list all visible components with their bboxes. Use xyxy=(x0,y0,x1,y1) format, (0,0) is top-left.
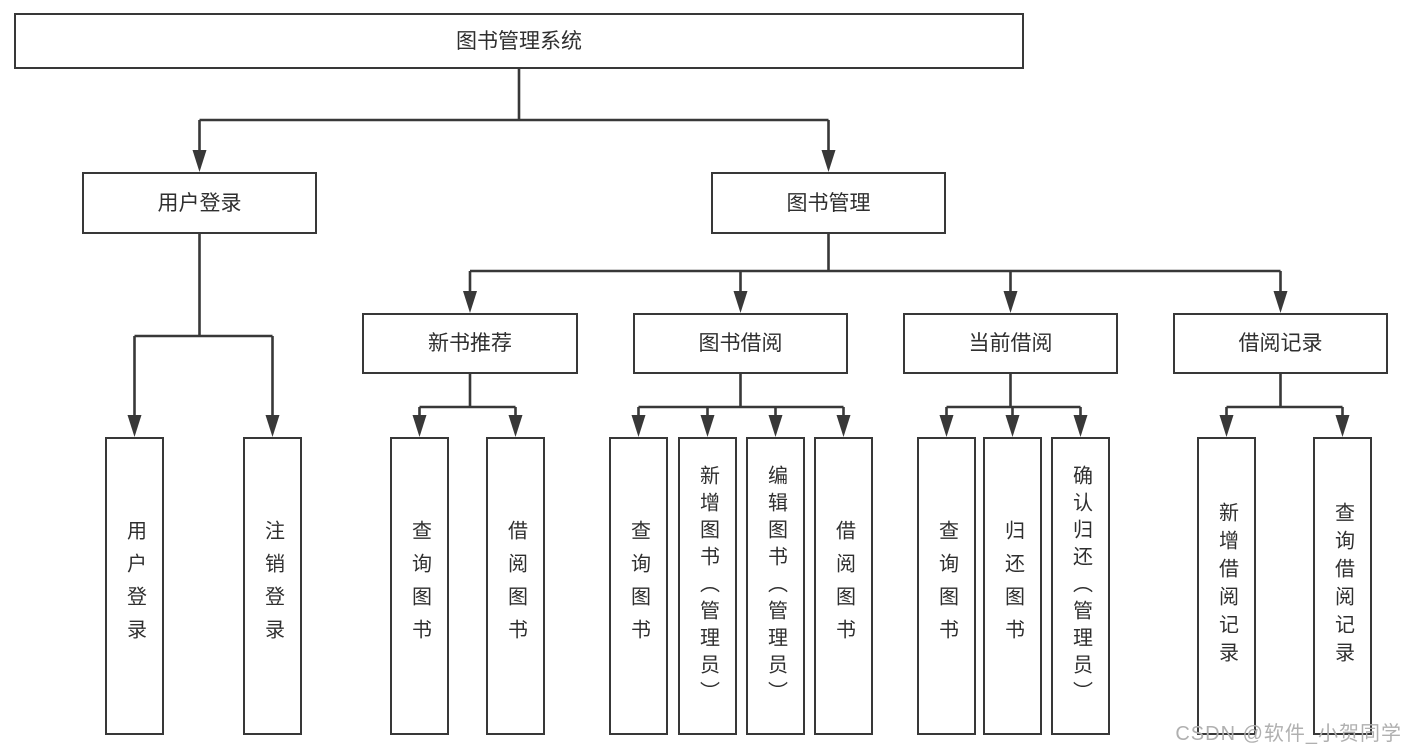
connector-bookmgmt-to-level3 xyxy=(468,234,1282,292)
leaf-records-query: 查询借阅记录 xyxy=(1313,437,1372,735)
connector-records-to-leaves xyxy=(1225,374,1344,416)
connector-root-to-level2 xyxy=(198,69,830,151)
node-book-management-label: 图书管理 xyxy=(786,191,871,215)
leaf-borrowing-query: 查询图书 xyxy=(609,437,668,735)
leaf-user-login-label: 用户登录 xyxy=(123,520,146,652)
arrow-down-icon xyxy=(939,415,954,437)
leaf-borrowing-add-admin-label: 新增图书（管理员） xyxy=(696,464,719,708)
arrow-down-icon xyxy=(1219,415,1234,437)
arrow-down-icon xyxy=(1273,291,1288,313)
node-new-book-recommend-label: 新书推荐 xyxy=(428,332,512,355)
arrow-down-icon xyxy=(768,415,783,437)
arrow-down-icon xyxy=(412,415,427,437)
leaf-borrowing-query-label: 查询图书 xyxy=(627,520,650,652)
node-book-management: 图书管理 xyxy=(711,172,946,234)
leaf-current-confirm-admin-label: 确认归还（管理员） xyxy=(1069,464,1092,708)
leaf-borrowing-borrow-label: 借阅图书 xyxy=(832,520,855,652)
leaf-records-query-label: 查询借阅记录 xyxy=(1331,502,1354,670)
node-root: 图书管理系统 xyxy=(14,13,1024,69)
node-current-borrowing: 当前借阅 xyxy=(903,313,1118,374)
leaf-borrowing-borrow: 借阅图书 xyxy=(814,437,873,735)
node-new-book-recommend: 新书推荐 xyxy=(362,313,578,374)
node-root-label: 图书管理系统 xyxy=(456,29,582,53)
leaf-logout: 注销登录 xyxy=(243,437,302,735)
leaf-newbooks-query: 查询图书 xyxy=(390,437,449,735)
connector-userlogin-to-leaves xyxy=(133,234,274,416)
connector-borrowing-to-leaves xyxy=(637,374,845,416)
node-user-login-label: 用户登录 xyxy=(157,191,242,215)
leaf-records-add: 新增借阅记录 xyxy=(1197,437,1256,735)
arrow-down-icon xyxy=(1335,415,1350,437)
leaf-borrowing-add-admin: 新增图书（管理员） xyxy=(678,437,737,735)
leaf-current-confirm-admin: 确认归还（管理员） xyxy=(1051,437,1110,735)
arrow-down-icon xyxy=(821,150,836,172)
leaf-newbooks-borrow-label: 借阅图书 xyxy=(504,520,527,652)
arrow-down-icon xyxy=(463,291,477,313)
node-borrow-records: 借阅记录 xyxy=(1173,313,1388,374)
arrow-down-icon xyxy=(265,415,280,437)
arrow-down-icon xyxy=(192,150,207,172)
node-borrow-records-label: 借阅记录 xyxy=(1238,332,1323,355)
leaf-logout-label: 注销登录 xyxy=(261,520,284,652)
arrow-down-icon xyxy=(508,415,523,437)
arrow-down-icon xyxy=(836,415,851,437)
arrow-down-icon xyxy=(631,415,646,437)
arrow-down-icon xyxy=(1073,415,1088,437)
leaf-borrowing-edit-admin-label: 编辑图书（管理员） xyxy=(764,464,787,708)
arrow-down-icon xyxy=(1003,291,1018,313)
arrow-down-icon xyxy=(127,415,142,437)
connector-newbooks-to-leaves xyxy=(418,374,517,416)
leaf-user-login: 用户登录 xyxy=(105,437,164,735)
node-book-borrowing-label: 图书借阅 xyxy=(698,332,783,355)
leaf-records-add-label: 新增借阅记录 xyxy=(1215,502,1238,670)
csdn-watermark: CSDN @软件_小贺同学 xyxy=(1175,723,1402,745)
connector-current-to-leaves xyxy=(945,374,1082,416)
leaf-borrowing-edit-admin: 编辑图书（管理员） xyxy=(746,437,805,735)
arrow-down-icon xyxy=(700,415,715,437)
node-book-borrowing: 图书借阅 xyxy=(633,313,848,374)
leaf-newbooks-query-label: 查询图书 xyxy=(408,520,431,652)
leaf-current-query: 查询图书 xyxy=(917,437,976,735)
leaf-current-return-label: 归还图书 xyxy=(1001,520,1024,652)
leaf-current-query-label: 查询图书 xyxy=(935,520,958,652)
arrow-down-icon xyxy=(1005,415,1020,437)
leaf-newbooks-borrow: 借阅图书 xyxy=(486,437,545,735)
leaf-current-return: 归还图书 xyxy=(983,437,1042,735)
arrow-down-icon xyxy=(733,291,748,313)
node-current-borrowing-label: 当前借阅 xyxy=(968,332,1053,355)
node-user-login: 用户登录 xyxy=(82,172,317,234)
